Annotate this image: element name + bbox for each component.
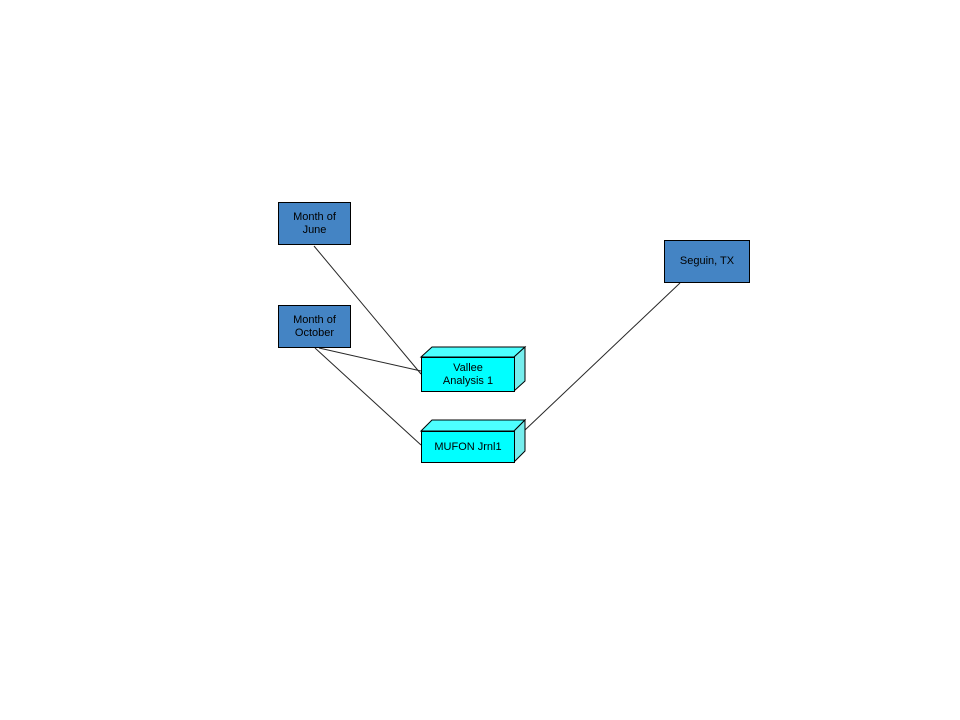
node-label: MUFON Jrnl1: [434, 440, 502, 453]
node-month-of-june[interactable]: Month of June: [278, 202, 351, 245]
edge-june-to-vallee[interactable]: [313, 245, 422, 375]
node-label: Month of June: [293, 210, 336, 236]
node-seguin-tx[interactable]: Seguin, TX: [664, 240, 750, 283]
node-mufon-jrnl1[interactable]: MUFON Jrnl1: [421, 431, 515, 463]
edge-october-to-vallee[interactable]: [318, 347, 422, 372]
node-label: Seguin, TX: [679, 255, 735, 267]
vallee-box-top-face[interactable]: [419, 346, 527, 358]
node-label: Month of October: [293, 313, 336, 339]
mufon-box-top-face[interactable]: [419, 419, 527, 432]
edge-october-to-mufon[interactable]: [314, 347, 422, 446]
node-vallee-analysis-1[interactable]: Vallee Analysis 1: [421, 357, 515, 392]
node-month-of-october[interactable]: Month of October: [278, 305, 351, 348]
node-label: Vallee Analysis 1: [442, 361, 494, 387]
edge-seguin-to-mufon[interactable]: [524, 282, 681, 431]
